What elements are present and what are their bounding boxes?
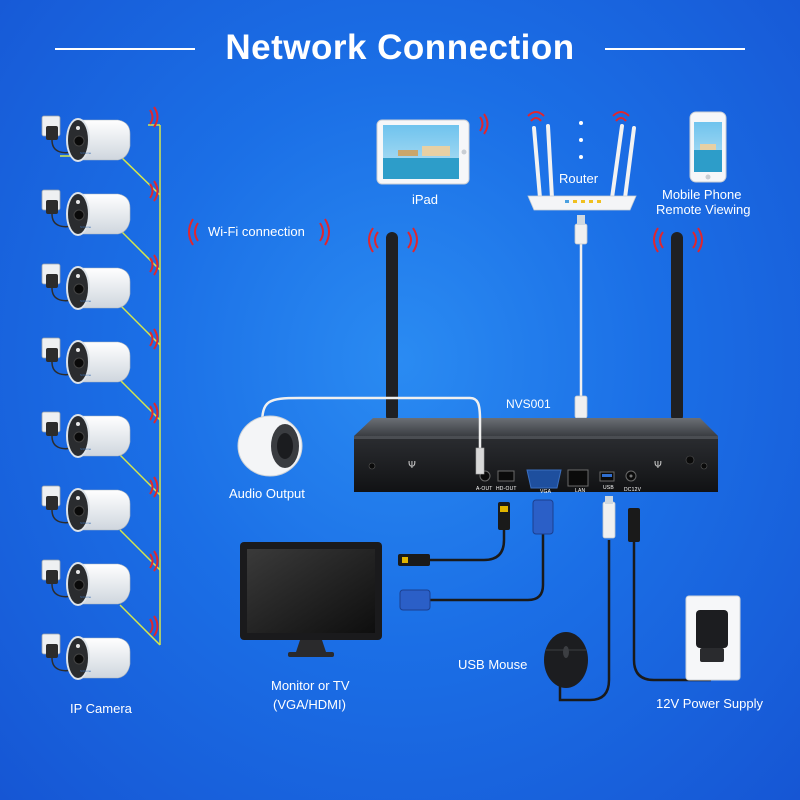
lan-cable (574, 215, 588, 427)
usb-mouse-device (544, 496, 616, 702)
vga-plug (399, 499, 554, 611)
mobile-phone-label-line2: Remote Viewing (656, 202, 751, 217)
ip-camera-6 (41, 485, 131, 533)
mobile-phone-device (689, 111, 727, 183)
monitor-label-line2: (VGA/HDMI) (273, 697, 346, 712)
monitor-label-line1: Monitor or TV (271, 678, 350, 693)
power-supply-device (628, 508, 741, 682)
nvr-device: Ψ Ψ (354, 232, 718, 492)
port-label-usb: USB (603, 485, 614, 491)
ip-camera-3 (41, 263, 131, 311)
port-label-lan: LAN (575, 488, 586, 494)
ip-camera-4 (41, 337, 131, 385)
router-device (527, 121, 637, 211)
ip-camera-7 (41, 559, 131, 607)
router-label: Router (559, 171, 599, 186)
title-rule-left (55, 48, 195, 50)
signal-icon (149, 106, 159, 128)
nvr-signal-icons (368, 227, 703, 253)
ip-camera-label: IP Camera (70, 701, 132, 716)
audio-output-device (237, 396, 485, 477)
mobile-phone-label-line1: Mobile Phone (662, 187, 742, 202)
ipad-label: iPad (412, 192, 439, 207)
svg-text:Ψ: Ψ (654, 460, 662, 471)
signal-icon (149, 254, 159, 276)
usb-mouse-label: USB Mouse (458, 657, 528, 672)
ip-camera-1 (41, 115, 131, 163)
monitor-device (240, 542, 382, 657)
router-signal-icons (527, 111, 630, 122)
ip-camera-2 (41, 189, 131, 237)
wifi-connection-signal (188, 218, 330, 246)
port-label-hd-out: HD-OUT (496, 486, 517, 492)
signal-icon (149, 615, 159, 637)
video-cables (430, 528, 545, 602)
wifi-connection-label: Wi-Fi connection (208, 224, 305, 239)
ipad-signal-icon (479, 113, 489, 135)
ip-camera-5 (41, 411, 131, 459)
ip-camera-list (41, 115, 131, 681)
camera-signal-icons (149, 106, 159, 637)
ip-camera-8 (41, 633, 131, 681)
power-supply-label: 12V Power Supply (656, 696, 763, 711)
svg-text:Ψ: Ψ (408, 460, 416, 471)
page-title: Network Connection (225, 28, 575, 67)
audio-output-label: Audio Output (229, 486, 305, 501)
nvr-model-label: NVS001 (506, 397, 551, 411)
ipad-device (376, 119, 470, 185)
title-rule-right (605, 48, 745, 50)
port-label-a-out: A-OUT (476, 486, 493, 492)
router-antennas (532, 124, 636, 200)
port-label-dc12v: DC12V (624, 487, 642, 493)
port-label-vga: VGA (540, 489, 552, 495)
hdmi-plug (398, 502, 510, 566)
